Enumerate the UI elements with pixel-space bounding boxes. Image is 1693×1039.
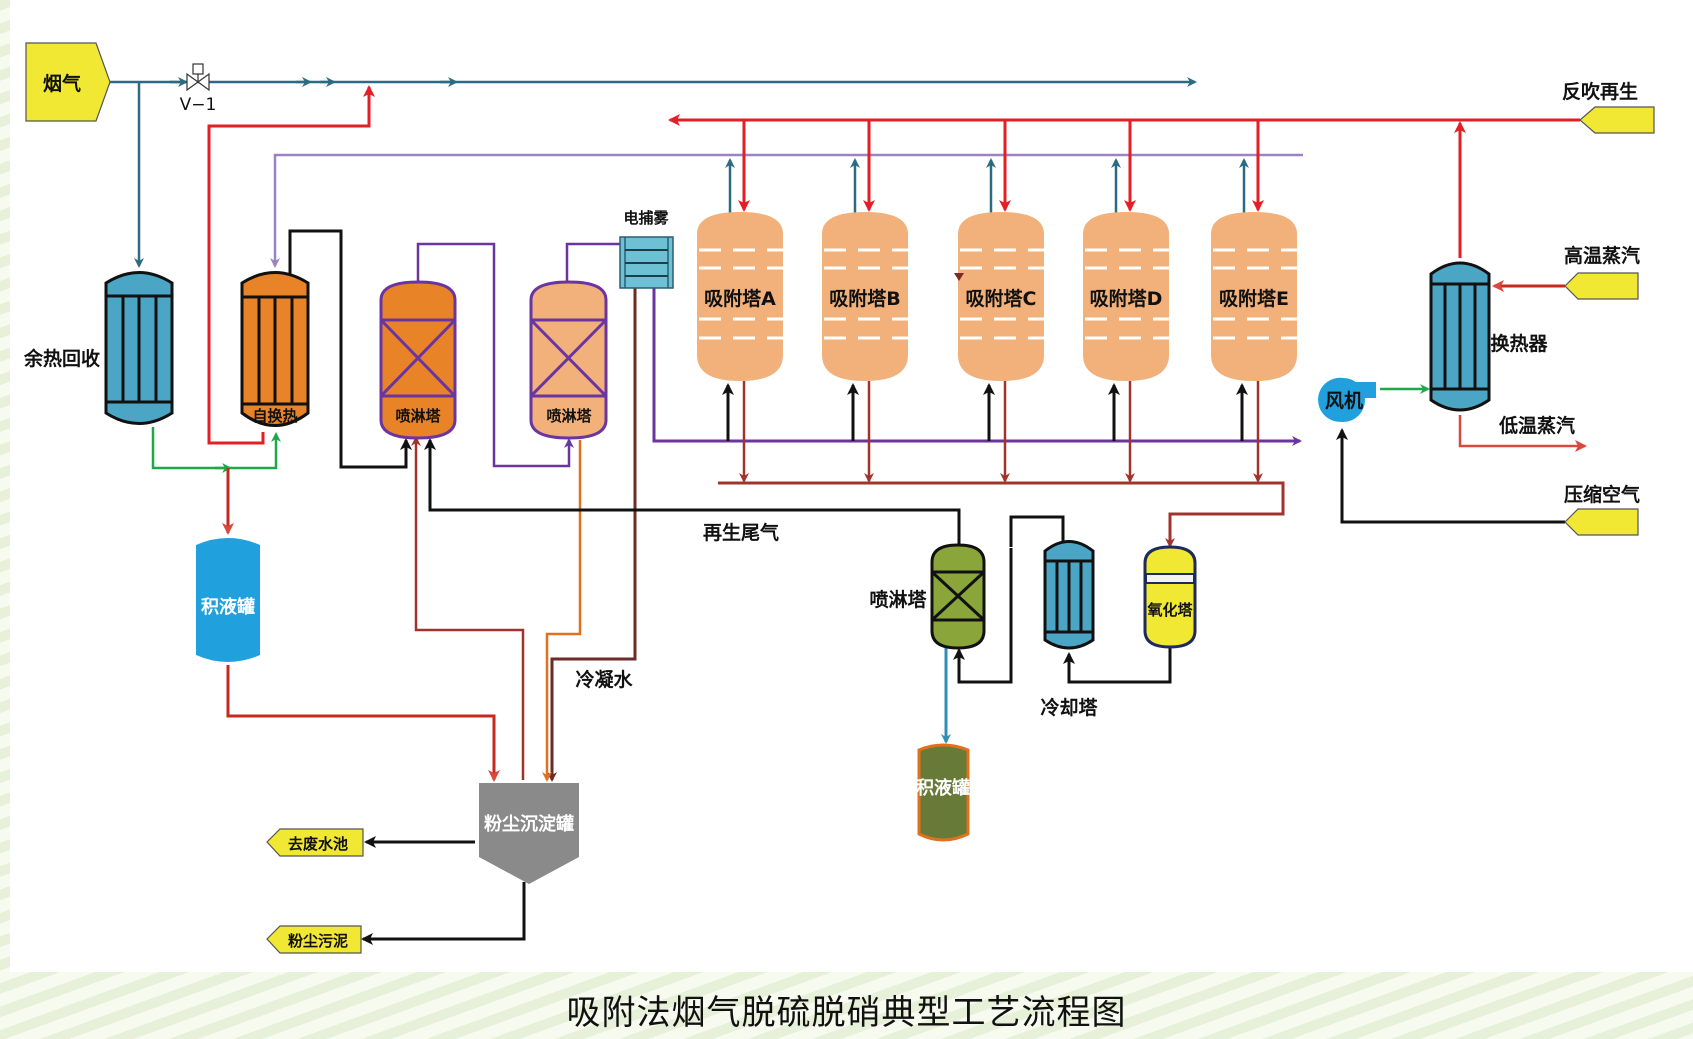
adsorber-a[interactable]: 吸附塔A [697, 212, 783, 381]
black-line-to-spray-1 [288, 229, 412, 469]
cooling-tower-label: 冷却塔 [1040, 696, 1098, 719]
adsorber-connection-lines [722, 120, 1264, 483]
flue-gas-label: 烟气 [43, 72, 81, 95]
compressed-air-label: 压缩空气 [1564, 483, 1640, 506]
heat-exchanger-label: 换热器 [1490, 332, 1548, 355]
adsorber-group: 吸附塔A 吸附塔B 吸附塔C 吸附塔D 吸附塔E [697, 212, 1297, 381]
spray-tower-2-label: 喷淋塔 [546, 407, 592, 425]
liquid-tank-1-label: 积液罐 [201, 596, 255, 618]
terminal-dust-sludge[interactable]: 粉尘污泥 [266, 925, 362, 954]
oxidation-tower-label: 氧化塔 [1146, 601, 1193, 619]
cooling-tower[interactable] [1043, 540, 1095, 650]
valve-v1[interactable]: V−1 [180, 63, 217, 115]
adsorber-label: 吸附塔C [966, 287, 1037, 310]
adsorber-e[interactable]: 吸附塔E [1211, 212, 1297, 381]
liquid-tank-1[interactable]: 积液罐 [196, 538, 260, 662]
brown-collector [718, 481, 1285, 548]
small-marker-icon [954, 273, 964, 281]
oxidation-to-cooler [1063, 647, 1172, 684]
lavender-return-line [270, 153, 1303, 268]
cooler-to-spray3 [1009, 515, 1065, 560]
fan[interactable]: 风机 [1318, 377, 1376, 422]
low-temp-steam-label: 低温蒸汽 [1498, 414, 1575, 437]
purple-spray1-to-spray2 [416, 242, 574, 468]
fan-icon [1321, 378, 1365, 422]
purple-spray2-to-mist [565, 242, 620, 282]
condensate-label: 冷凝水 [575, 668, 633, 691]
brown-settler-to-spray1 [411, 436, 525, 780]
fan-label: 风机 [1325, 390, 1363, 412]
adsorber-label: 吸附塔A [704, 287, 776, 310]
green-line-heat-recovery-out [151, 427, 281, 470]
heat-recovery-label: 余热回收 [23, 347, 100, 370]
terminal-compressed-air[interactable]: 压缩空气 [1564, 483, 1640, 536]
liquid-tank-2-label: 积液罐 [916, 777, 970, 799]
adsorber-b[interactable]: 吸附塔B [822, 212, 908, 381]
terminal-flue-gas[interactable]: 烟气 [25, 42, 111, 122]
regen-tail-gas-line [424, 438, 961, 545]
valve-label: V−1 [180, 95, 217, 115]
spray-tower-1[interactable]: 喷淋塔 [379, 280, 457, 440]
spray-tower-1-label: 喷淋塔 [395, 407, 441, 425]
mist-eliminator[interactable] [619, 236, 674, 289]
self-exchange-label: 自换热 [252, 407, 297, 425]
backflush-regen-label: 反吹再生 [1562, 80, 1638, 103]
adsorber-label: 吸附塔E [1219, 287, 1289, 310]
condensate-line [547, 288, 637, 782]
spray-tower-2[interactable]: 喷淋塔 [529, 280, 608, 440]
oxidation-tower[interactable]: 氧化塔 [1143, 545, 1197, 649]
regen-tail-gas-label: 再生尾气 [703, 521, 779, 544]
orange-spray2-to-settler [542, 440, 582, 782]
terminal-waste-water[interactable]: 去废水池 [266, 828, 364, 857]
spray-tower-3-label: 喷淋塔 [869, 588, 927, 611]
adsorber-c[interactable]: 吸附塔C [958, 212, 1044, 381]
terminal-backflush-regen[interactable]: 反吹再生 [1562, 80, 1655, 134]
heat-recovery-exchanger[interactable] [104, 271, 174, 425]
hp-steam-label: 高温蒸汽 [1564, 244, 1640, 267]
purple-mist-to-header [652, 288, 1302, 446]
spray-tower-3[interactable] [930, 543, 986, 650]
heat-exchanger[interactable] [1429, 261, 1491, 412]
adsorber-label: 吸附塔D [1090, 287, 1163, 310]
low-temp-steam-line [1458, 415, 1587, 452]
settling-tank-label: 粉尘沉淀罐 [484, 813, 574, 835]
dust-settling-tank[interactable]: 粉尘沉淀罐 [479, 783, 579, 884]
dust-sludge-label: 粉尘污泥 [288, 932, 348, 950]
pipelines [110, 77, 1587, 945]
compressed-air-line [1336, 428, 1565, 524]
settler-to-sludge [361, 882, 526, 945]
black-loop-spray3 [953, 548, 1013, 684]
line-tank1-to-settler [226, 665, 500, 782]
liquid-tank-2[interactable]: 积液罐 [916, 743, 970, 842]
terminal-hp-steam[interactable]: 高温蒸汽 [1564, 244, 1640, 300]
self-exchange-exchanger[interactable]: 自换热 [240, 271, 310, 427]
adsorber-d[interactable]: 吸附塔D [1083, 212, 1169, 381]
waste-water-label: 去废水池 [288, 835, 348, 853]
adsorber-label: 吸附塔B [829, 287, 900, 310]
hot-return-line [207, 85, 375, 445]
diagram-title: 吸附法烟气脱硫脱硝典型工艺流程图 [566, 993, 1127, 1033]
mist-eliminator-label: 电捕雾 [623, 209, 669, 227]
